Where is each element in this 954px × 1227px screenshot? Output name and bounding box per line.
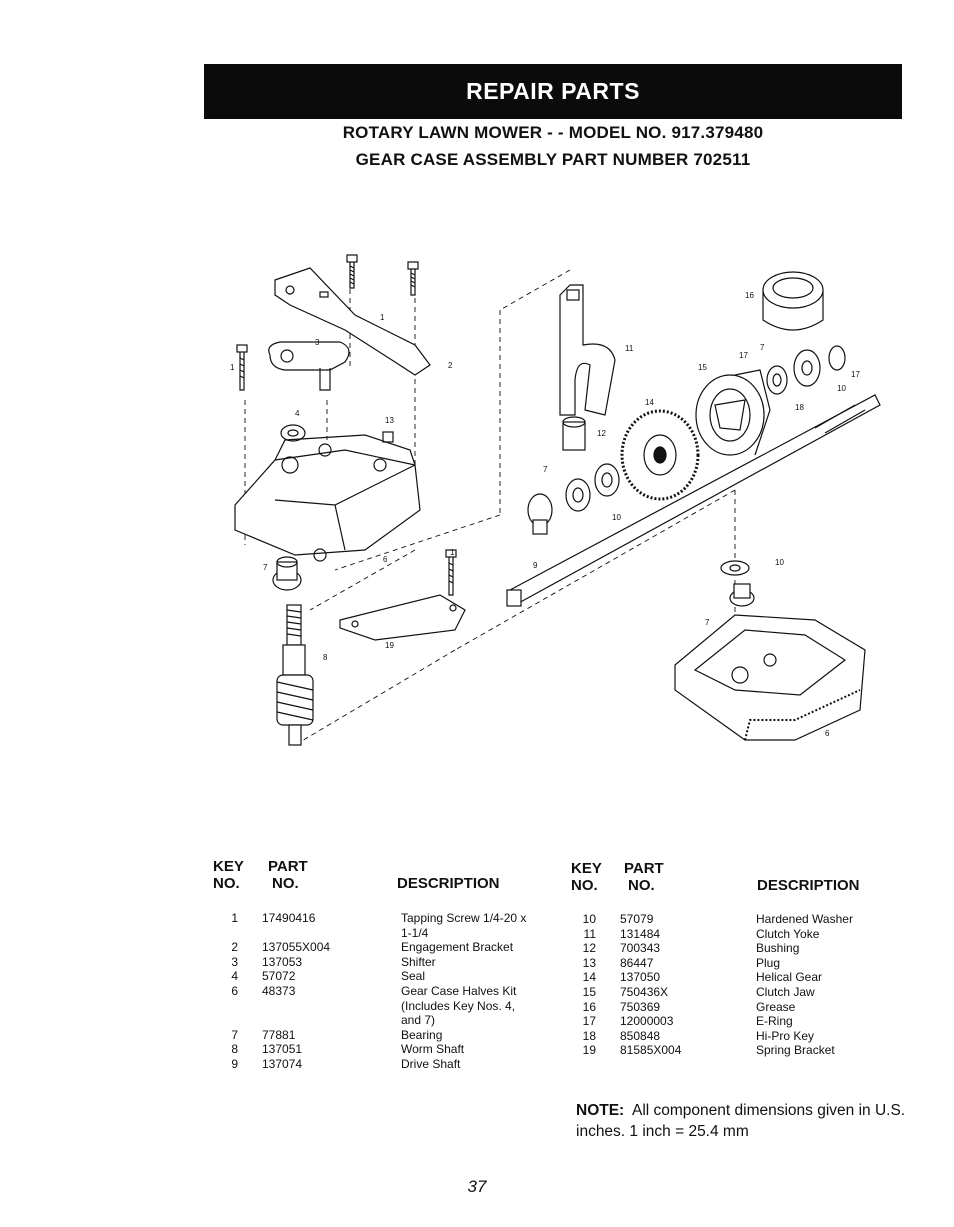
svg-text:6: 6 [383, 555, 388, 564]
svg-text:17: 17 [851, 370, 860, 379]
svg-text:13: 13 [385, 416, 394, 425]
note-text: All component dimensions given in U.S. i… [576, 1102, 906, 1140]
svg-text:16: 16 [745, 291, 754, 300]
svg-text:1: 1 [230, 363, 235, 372]
washers-right [766, 345, 846, 395]
svg-text:8: 8 [323, 653, 328, 662]
diagram-svg: 1 1 2 3 4 13 1 6 7 8 19 11 12 14 15 16 1… [230, 254, 881, 746]
grease-container [762, 271, 824, 331]
clutch-yoke [559, 284, 616, 416]
page-number: 37 [467, 1177, 487, 1196]
svg-text:10: 10 [775, 558, 784, 567]
engagement-bracket [274, 267, 431, 376]
svg-text:6: 6 [825, 729, 830, 738]
svg-text:7: 7 [760, 343, 765, 352]
spring-bracket [339, 594, 466, 641]
gear-case-upper [234, 434, 421, 562]
svg-text:1: 1 [450, 548, 455, 557]
svg-text:17: 17 [739, 351, 748, 360]
svg-text:11: 11 [625, 344, 634, 353]
left-description-header: DESCRIPTION [397, 875, 500, 892]
assembly-title: GEAR CASE ASSEMBLY PART NUMBER 702511 [355, 150, 751, 169]
svg-text:10: 10 [612, 513, 621, 522]
washers-center [527, 463, 620, 535]
svg-text:7: 7 [543, 465, 548, 474]
clutch-jaw [695, 369, 771, 456]
svg-text:12: 12 [597, 429, 606, 438]
bushing [562, 416, 586, 451]
plug [382, 431, 394, 443]
svg-text:9: 9 [533, 561, 538, 570]
svg-text:3: 3 [315, 338, 320, 347]
svg-text:4: 4 [295, 409, 300, 418]
svg-text:15: 15 [698, 363, 707, 372]
table-row: 1-1/4 [401, 925, 429, 940]
svg-text:1: 1 [380, 313, 385, 322]
svg-text:7: 7 [705, 618, 710, 627]
exploded-parts-diagram: 1 1 2 3 4 13 1 6 7 8 19 11 12 14 15 16 1… [215, 250, 895, 770]
table-row: (Includes Key Nos. 4, [401, 998, 516, 1013]
helical-gear [620, 409, 700, 501]
drive-shaft [506, 394, 881, 607]
table-row: and 7) [401, 1013, 436, 1028]
seal [280, 424, 306, 442]
svg-text:10: 10 [837, 384, 846, 393]
svg-text:7: 7 [263, 563, 268, 572]
svg-text:2: 2 [448, 361, 453, 370]
tapping-screws [236, 254, 457, 596]
svg-text:14: 14 [645, 398, 654, 407]
repair-parts-banner: REPAIR PARTS [204, 64, 902, 119]
right-description-header: DESCRIPTION [757, 877, 860, 894]
svg-text:19: 19 [385, 641, 394, 650]
model-title: ROTARY LAWN MOWER - - MODEL NO. 917.3794… [342, 123, 764, 142]
svg-text:18: 18 [795, 403, 804, 412]
bearing-left [272, 556, 302, 591]
gear-case-lower [674, 614, 866, 741]
lower-bearing-right [720, 560, 755, 607]
worm-shaft [276, 604, 314, 746]
dimension-note: NOTE: All component dimensions given in … [576, 1100, 936, 1142]
callout-numbers: 1 1 2 3 4 13 1 6 7 8 19 11 12 14 15 16 1… [230, 291, 860, 738]
shifter [268, 341, 350, 391]
note-label: NOTE: [576, 1102, 625, 1119]
